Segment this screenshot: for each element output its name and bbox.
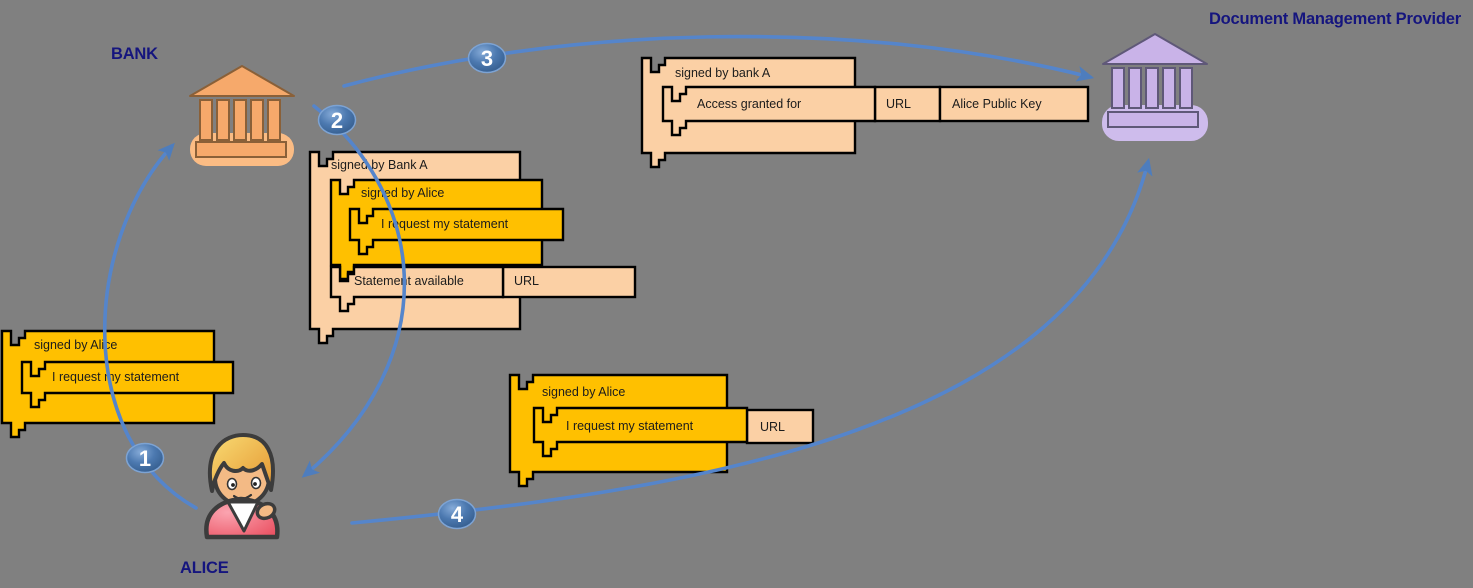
dmp-icon-column <box>1128 67 1142 109</box>
puzzle-inner <box>661 85 877 137</box>
url-label: URL <box>514 274 539 288</box>
block-alice-request: signed by Alice I request my statement <box>0 329 235 439</box>
url-cell <box>873 85 942 123</box>
bank-label: BANK <box>111 45 158 63</box>
block-inner-signed-label: signed by Alice <box>361 186 444 200</box>
alice-label: ALICE <box>180 559 229 577</box>
step-marker-3: 3 <box>467 42 507 74</box>
bank-icon-column <box>199 99 213 141</box>
dmp-label: Document Management Provider <box>1209 10 1462 28</box>
dmp-icon-column <box>1179 67 1193 109</box>
block-message-label: I request my statement <box>566 419 694 433</box>
bank-icon-column <box>233 99 247 141</box>
step-marker-number: 2 <box>331 108 343 133</box>
puzzle-statement <box>329 265 505 313</box>
step-marker-number: 4 <box>451 502 464 527</box>
dmp-icon-column <box>1145 67 1159 109</box>
bank-icon-column <box>216 99 230 141</box>
bank-icon-roof <box>189 65 295 97</box>
arrow-3-bank-to-dmp <box>342 34 1095 88</box>
puzzle-inner <box>348 207 565 256</box>
step-marker-ball <box>125 442 165 474</box>
block-bank-statement-response: signed by Bank A signed by Alice I reque… <box>308 150 637 345</box>
url-label: URL <box>886 97 911 111</box>
url-label: URL <box>760 420 785 434</box>
dmp-icon-column <box>1162 67 1176 109</box>
alice-pupil <box>253 482 257 486</box>
step-marker-ball <box>437 498 477 530</box>
puzzle-inner <box>20 360 235 409</box>
bank-icon-column <box>250 99 264 141</box>
dmp-icon-plinth <box>1107 111 1199 128</box>
url-cell <box>501 265 637 299</box>
step-marker-2: 2 <box>317 104 357 136</box>
block-signed-label: signed by Bank A <box>331 158 428 172</box>
block-alice-request-url: signed by Alice I request my statement U… <box>508 373 815 488</box>
alice-hair <box>208 433 275 493</box>
arrow-4-alice-to-dmp <box>350 157 1153 525</box>
arrow-2-bank-to-alice <box>301 104 407 478</box>
dmp-icon-roof <box>1102 33 1208 65</box>
step-marker-1: 1 <box>125 442 165 474</box>
block-message-label: Access granted for <box>697 97 801 111</box>
step-marker-number: 1 <box>139 446 151 471</box>
block-signed-label: signed by Alice <box>542 385 625 399</box>
bank-icon-column <box>267 99 281 141</box>
alice-hand <box>255 501 277 521</box>
dmp-icon-column <box>1111 67 1125 109</box>
step-marker-number: 3 <box>481 46 493 71</box>
block-message-label: I request my statement <box>381 217 509 231</box>
step-marker-ball <box>317 104 357 136</box>
alice-collar <box>226 500 260 533</box>
url-cell <box>745 408 815 445</box>
bank-icon-plinth <box>195 141 287 158</box>
step-marker-ball <box>467 42 507 74</box>
puzzle-inner <box>532 406 749 458</box>
dmp-icon <box>1102 33 1208 141</box>
block-signed-label: signed by bank A <box>675 66 771 80</box>
statement-label: Statement available <box>354 274 464 288</box>
alice-pupil <box>231 483 235 487</box>
block-access-grant: signed by bank A Access granted for URL … <box>640 56 1090 169</box>
key-label: Alice Public Key <box>952 97 1042 111</box>
block-signed-label: signed by Alice <box>34 338 117 352</box>
step-marker-4: 4 <box>437 498 477 530</box>
alice-icon <box>204 433 280 540</box>
bank-icon <box>189 65 295 166</box>
block-message-label: I request my statement <box>52 370 180 384</box>
key-cell <box>938 85 1090 123</box>
arrow-1-alice-to-bank <box>103 142 198 510</box>
